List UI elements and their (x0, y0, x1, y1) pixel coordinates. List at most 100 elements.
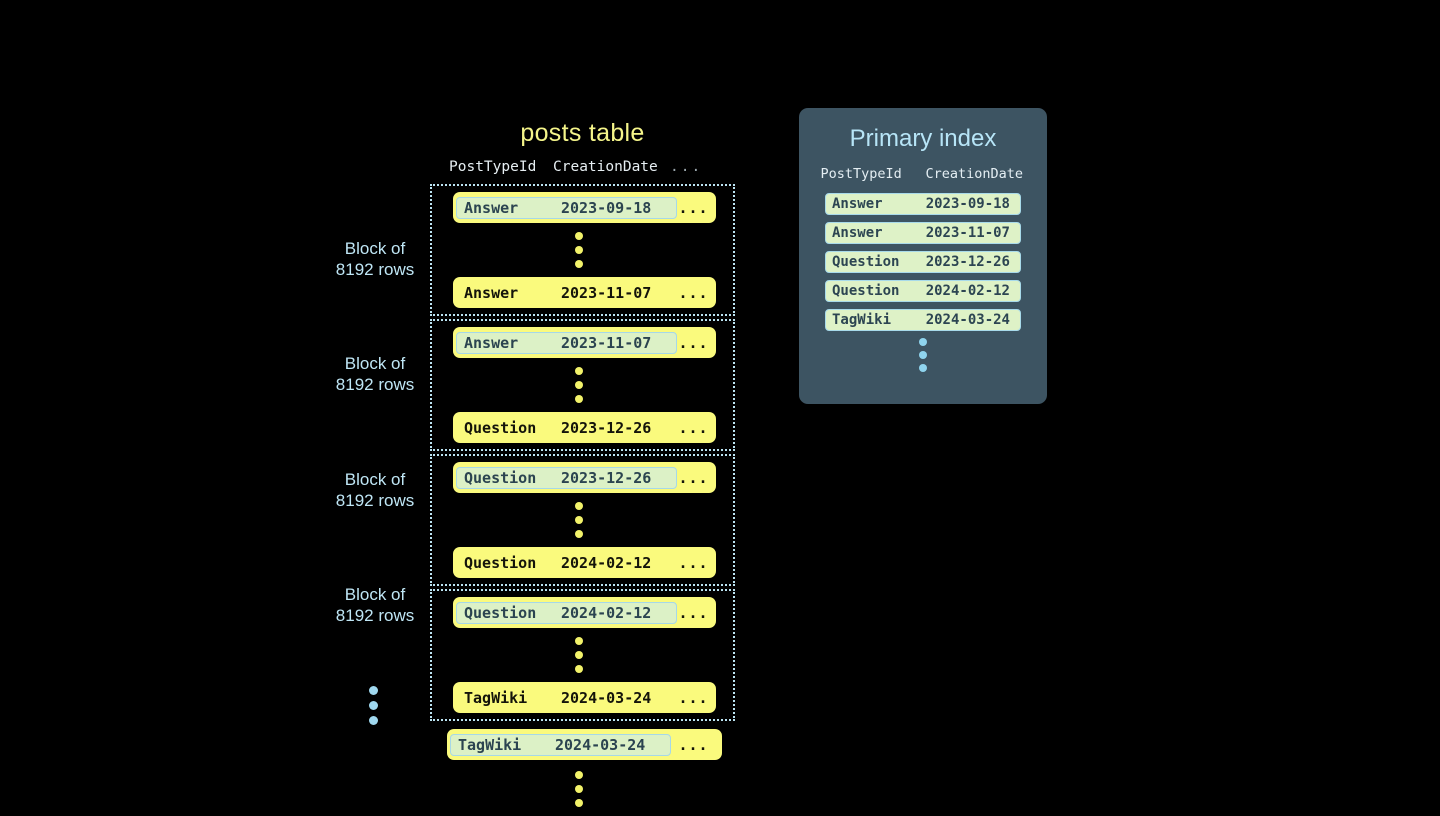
block-label-line1: Block of (344, 354, 406, 373)
cell-ellipsis: ... (678, 333, 709, 352)
cell-posttypeid: TagWiki (832, 312, 892, 328)
dot (574, 381, 583, 389)
cell-posttypeid: Answer (464, 198, 519, 217)
dot (574, 651, 583, 659)
table-row: TagWiki 2024-03-24 ... (447, 729, 722, 760)
cell-creationdate: 2023-09-18 (561, 198, 652, 217)
block-label-3: Block of 8192 rows (300, 469, 450, 511)
primary-index-column-headers: PostTypeId CreationDate (799, 166, 1047, 182)
block-label-2: Block of 8192 rows (300, 353, 450, 395)
data-block-4: Question 2024-02-12 ... TagWiki 2024-03-… (430, 589, 735, 721)
index-row: Answer 2023-11-07 (825, 222, 1021, 244)
row-content: TagWiki 2024-03-24 (456, 687, 677, 709)
more-blocks-dots (369, 686, 378, 725)
dot (574, 799, 583, 807)
cell-ellipsis: ... (678, 418, 709, 437)
dot (574, 637, 583, 645)
dot (574, 665, 583, 673)
block-label-line1: Block of (344, 585, 406, 604)
cell-posttypeid: Question (464, 553, 537, 572)
table-row: Question 2024-02-12 ... (453, 547, 716, 578)
block-label-1: Block of 8192 rows (300, 238, 450, 280)
table-row: Answer 2023-11-07 ... (453, 327, 716, 358)
cell-posttypeid: Answer (464, 333, 519, 352)
row-highlight-box: Question 2024-02-12 (456, 601, 677, 624)
dot (919, 338, 927, 346)
dot (574, 395, 583, 403)
table-row: Question 2023-12-26 ... (453, 462, 716, 493)
cell-ellipsis: ... (678, 468, 709, 487)
block-label-4: Block of 8192 rows (300, 584, 450, 626)
cell-creationdate: 2023-11-07 (561, 333, 652, 352)
cell-ellipsis: ... (678, 735, 709, 754)
posts-table-column-headers: PostTypeId CreationDate ... (430, 159, 735, 175)
dot (919, 364, 927, 372)
cell-ellipsis: ... (678, 283, 709, 302)
index-row: Answer 2023-09-18 (825, 193, 1021, 215)
cell-posttypeid: Question (832, 254, 900, 270)
cell-ellipsis: ... (678, 688, 709, 707)
dot (369, 701, 378, 710)
cell-creationdate: 2024-02-12 (561, 553, 652, 572)
cell-creationdate: 2023-11-07 (925, 225, 1010, 241)
table-row: Question 2023-12-26 ... (453, 412, 716, 443)
row-content: Question 2023-12-26 (456, 417, 677, 439)
cell-creationdate: 2023-12-26 (925, 254, 1010, 270)
row-highlight-box: TagWiki 2024-03-24 (450, 733, 671, 756)
row-content: Question 2024-02-12 (456, 552, 677, 574)
dot (574, 530, 583, 538)
cell-creationdate: 2023-12-26 (561, 468, 652, 487)
dot (369, 716, 378, 725)
cell-creationdate: 2024-03-24 (925, 312, 1010, 328)
row-highlight-box: Question 2023-12-26 (456, 466, 677, 489)
block-label-line1: Block of (344, 239, 406, 258)
row-content: Answer 2023-11-07 (456, 282, 677, 304)
table-row: Question 2024-02-12 ... (453, 597, 716, 628)
column-header-creationdate: CreationDate (553, 159, 658, 175)
column-header-ellipsis: ... (670, 159, 703, 175)
cell-creationdate: 2023-09-18 (925, 196, 1010, 212)
index-row: Question 2024-02-12 (825, 280, 1021, 302)
dot (919, 351, 927, 359)
cell-posttypeid: Answer (832, 196, 883, 212)
table-row: Answer 2023-09-18 ... (453, 192, 716, 223)
block-label-line2: 8192 rows (335, 260, 415, 279)
trailing-row-wrapper: TagWiki 2024-03-24 ... (430, 729, 735, 816)
cell-posttypeid: TagWiki (464, 688, 528, 707)
cell-posttypeid: Question (464, 468, 537, 487)
cell-ellipsis: ... (678, 603, 709, 622)
cell-creationdate: 2024-02-12 (561, 603, 652, 622)
index-continues-dots (799, 338, 1047, 372)
table-continues-dots (422, 762, 735, 816)
cell-creationdate: 2023-12-26 (561, 418, 652, 437)
block-label-line2: 8192 rows (335, 375, 415, 394)
index-row: TagWiki 2024-03-24 (825, 309, 1021, 331)
primary-index-title: Primary index (849, 125, 997, 152)
cell-posttypeid: Question (832, 283, 900, 299)
data-block-3: Question 2023-12-26 ... Question 2024-02… (430, 454, 735, 586)
row-highlight-box: Answer 2023-11-07 (456, 331, 677, 354)
rows-omitted-dots (428, 493, 729, 547)
rows-omitted-dots (428, 223, 729, 277)
dot (574, 771, 583, 779)
cell-ellipsis: ... (678, 553, 709, 572)
table-row: Answer 2023-11-07 ... (453, 277, 716, 308)
cell-posttypeid: Question (464, 603, 537, 622)
cell-creationdate: 2023-11-07 (561, 283, 652, 302)
cell-posttypeid: Answer (832, 225, 883, 241)
cell-creationdate: 2024-03-24 (555, 735, 646, 754)
cell-posttypeid: TagWiki (458, 735, 522, 754)
dot (574, 367, 583, 375)
dot (574, 516, 583, 524)
block-label-line1: Block of (344, 470, 406, 489)
column-header-posttypeid: PostTypeId (449, 159, 537, 175)
column-header-posttypeid: PostTypeId (820, 166, 902, 182)
posts-table-section: posts table PostTypeId CreationDate ... … (430, 118, 735, 816)
block-label-line2: 8192 rows (335, 491, 415, 510)
cell-creationdate: 2024-02-12 (925, 283, 1010, 299)
cell-posttypeid: Question (464, 418, 537, 437)
posts-table-title: posts table (520, 119, 645, 147)
block-label-line2: 8192 rows (335, 606, 415, 625)
rows-omitted-dots (428, 628, 729, 682)
cell-posttypeid: Answer (464, 283, 519, 302)
